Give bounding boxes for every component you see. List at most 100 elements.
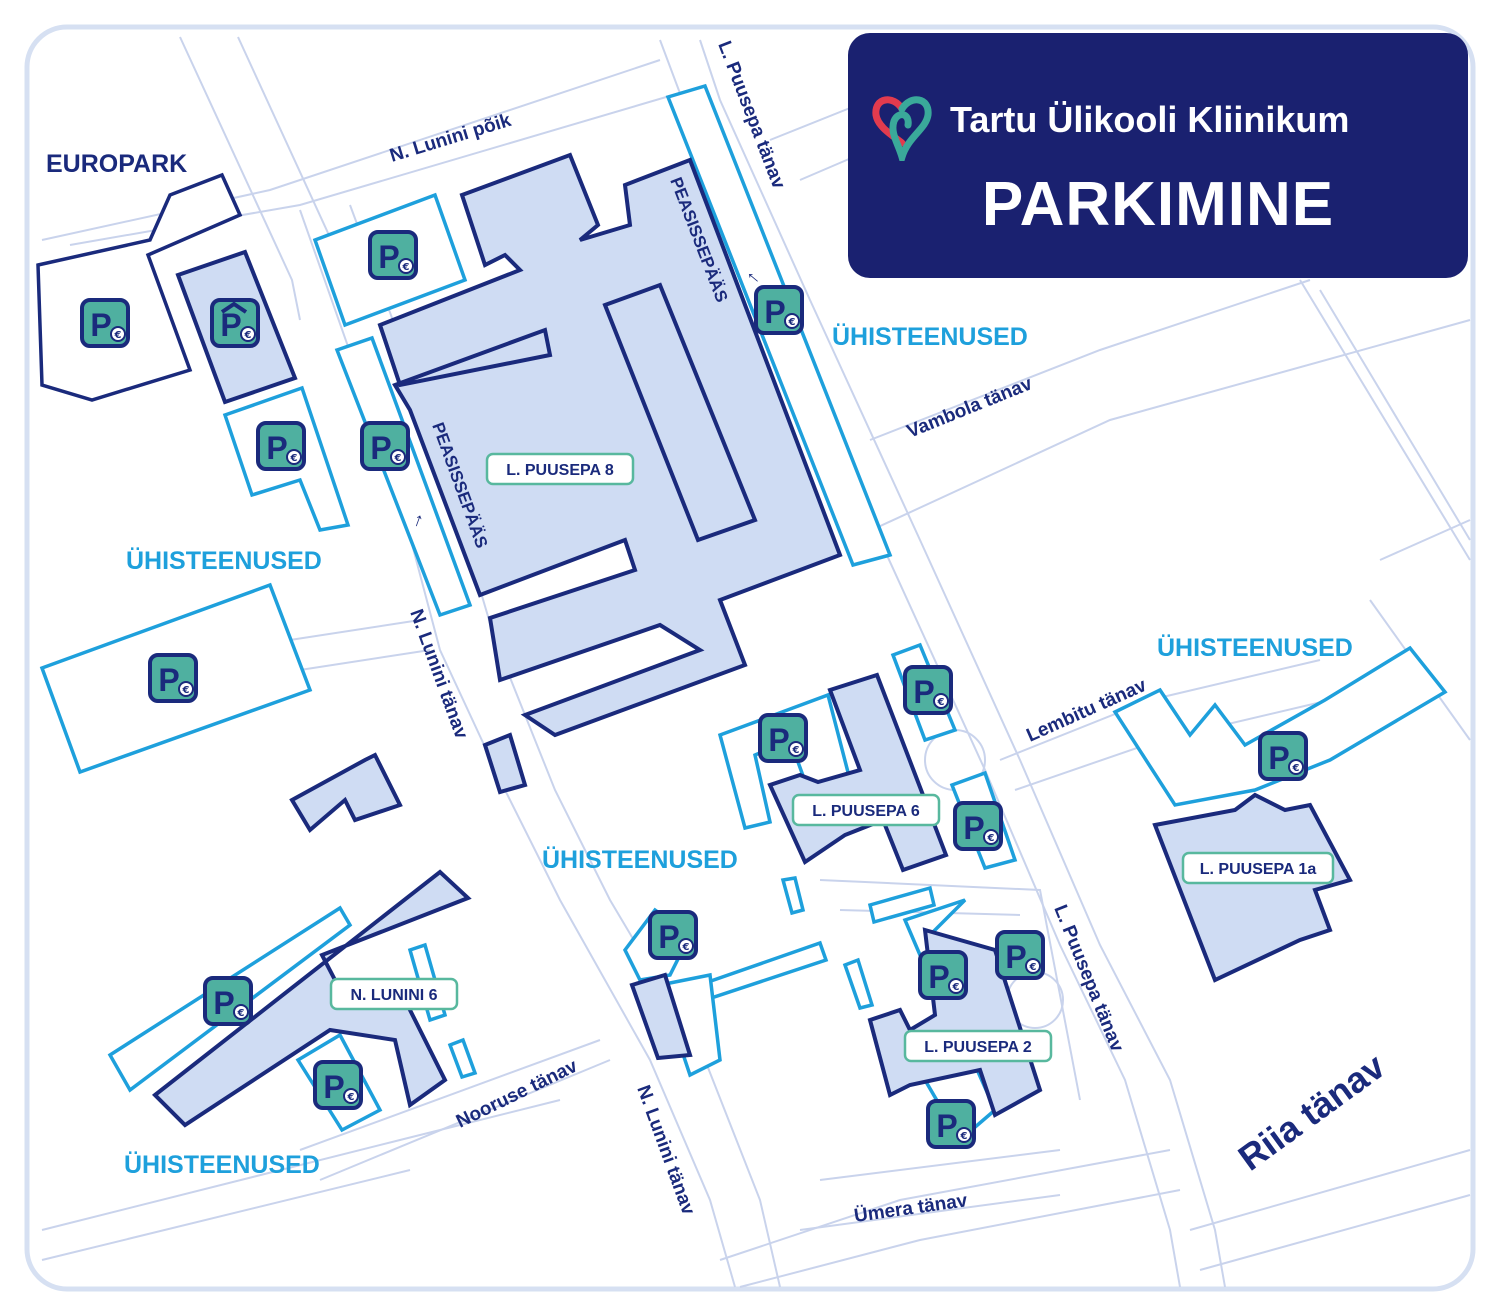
paid-parking-icon: P€ bbox=[148, 653, 198, 703]
euro-badge-icon bbox=[1288, 759, 1304, 775]
euro-symbol: € bbox=[1029, 962, 1037, 973]
paid-parking-icon: P€ bbox=[80, 298, 130, 348]
euro-badge-icon bbox=[788, 741, 804, 757]
paid-parking-icon: P€ bbox=[360, 421, 410, 471]
euro-symbol: € bbox=[290, 453, 298, 464]
paid-parking-icon: P€ bbox=[648, 910, 698, 960]
parking-letter: P bbox=[764, 294, 785, 330]
paid-parking-icon: P€ bbox=[758, 713, 808, 763]
euro-badge-icon bbox=[956, 1127, 972, 1143]
page-title: PARKIMINE bbox=[981, 170, 1335, 239]
parking-icons: P€P€P€P€P€P€P€P€P€P€P€P€P€P€P€P€P€ bbox=[80, 230, 1308, 1149]
building-small bbox=[629, 972, 693, 1061]
parking-letter: P bbox=[913, 674, 934, 710]
parking-letter: P bbox=[1268, 740, 1289, 776]
paid-parking-icon: P€ bbox=[1258, 731, 1308, 781]
building-label-puusepa-6: L. PUUSEPA 6 bbox=[791, 793, 941, 827]
paid-parking-icon: P€ bbox=[754, 285, 804, 335]
euro-badge-icon bbox=[343, 1088, 359, 1104]
euro-badge-icon bbox=[178, 681, 194, 697]
service-label: ÜHISTEENUSED bbox=[1157, 633, 1353, 662]
parking-letter: P bbox=[220, 307, 241, 343]
paid-parking-icon: P€ bbox=[995, 930, 1045, 980]
euro-badge-icon bbox=[286, 449, 302, 465]
euro-symbol: € bbox=[960, 1131, 968, 1142]
euro-symbol: € bbox=[987, 833, 995, 844]
euro-symbol: € bbox=[182, 685, 190, 696]
parking-lot bbox=[1112, 645, 1448, 807]
euro-symbol: € bbox=[682, 942, 690, 953]
organization-name: Tartu Ülikooli Kliinikum bbox=[950, 99, 1350, 140]
header-card: Tartu Ülikooli Kliinikum PARKIMINE bbox=[848, 33, 1468, 278]
euro-badge-icon bbox=[1025, 958, 1041, 974]
euro-symbol: € bbox=[952, 982, 960, 993]
euro-badge-icon bbox=[398, 258, 414, 274]
parking-letter: P bbox=[1005, 939, 1026, 975]
paid-parking-icon: P€ bbox=[203, 976, 253, 1026]
euro-badge-icon bbox=[933, 693, 949, 709]
euro-badge-icon bbox=[390, 449, 406, 465]
parking-letter: P bbox=[323, 1069, 344, 1105]
svg-text:L. PUUSEPA 1a: L. PUUSEPA 1a bbox=[1200, 861, 1317, 878]
paid-parking-icon: P€ bbox=[256, 421, 306, 471]
euro-symbol: € bbox=[244, 330, 252, 341]
svg-text:L. PUUSEPA 2: L. PUUSEPA 2 bbox=[924, 1039, 1032, 1056]
building-label-puusepa-8: L. PUUSEPA 8 bbox=[485, 452, 635, 486]
paid-parking-icon: P€ bbox=[368, 230, 418, 280]
paid-parking-icon: P€ bbox=[903, 665, 953, 715]
service-label: ÜHISTEENUSED bbox=[126, 546, 322, 575]
parking-lot bbox=[867, 885, 937, 925]
paid-parking-icon: P€ bbox=[953, 801, 1003, 851]
euro-symbol: € bbox=[394, 453, 402, 464]
svg-text:L. PUUSEPA 8: L. PUUSEPA 8 bbox=[506, 462, 614, 479]
building-small bbox=[482, 732, 528, 795]
building-small bbox=[289, 752, 403, 834]
parking-letter: P bbox=[936, 1108, 957, 1144]
euro-badge-icon bbox=[678, 938, 694, 954]
parking-letter: P bbox=[370, 430, 391, 466]
parking-letter: P bbox=[768, 722, 789, 758]
covered-paid-parking-icon: P€ bbox=[210, 298, 260, 348]
euro-symbol: € bbox=[402, 262, 410, 273]
euro-symbol: € bbox=[237, 1008, 245, 1019]
parking-lot bbox=[447, 1037, 478, 1080]
euro-badge-icon bbox=[240, 326, 256, 342]
heart-logo-icon bbox=[872, 96, 932, 161]
euro-symbol: € bbox=[347, 1092, 355, 1103]
parking-lot bbox=[842, 957, 875, 1011]
place-labels: EUROPARK ÜHISTEENUSED ÜHISTEENUSED ÜHIST… bbox=[46, 150, 1353, 1179]
parking-letter: P bbox=[658, 919, 679, 955]
building-label-lunini-6: N. LUNINI 6 bbox=[329, 977, 459, 1011]
parking-letter: P bbox=[378, 239, 399, 275]
service-label: ÜHISTEENUSED bbox=[832, 322, 1028, 351]
euro-badge-icon bbox=[784, 313, 800, 329]
service-label: ÜHISTEENUSED bbox=[542, 845, 738, 874]
euro-symbol: € bbox=[937, 697, 945, 708]
roof-icon bbox=[220, 301, 248, 314]
building-puusepa-1a bbox=[1152, 792, 1353, 983]
parking-lot bbox=[334, 335, 473, 618]
svg-text:L. PUUSEPA 6: L. PUUSEPA 6 bbox=[812, 803, 920, 820]
parking-lot bbox=[780, 876, 806, 916]
paid-parking-icon: P€ bbox=[926, 1099, 976, 1149]
euro-symbol: € bbox=[792, 745, 800, 756]
parking-letter: P bbox=[266, 430, 287, 466]
euro-symbol: € bbox=[114, 330, 122, 341]
svg-text:N. LUNINI 6: N. LUNINI 6 bbox=[350, 987, 437, 1004]
euro-badge-icon bbox=[233, 1004, 249, 1020]
parking-letter: P bbox=[963, 810, 984, 846]
building-labels: L. PUUSEPA 8 L. PUUSEPA 6 L. PUUSEPA 1a … bbox=[329, 452, 1335, 1063]
building-label-puusepa-1a: L. PUUSEPA 1a bbox=[1181, 851, 1335, 885]
europark-label: EUROPARK bbox=[46, 150, 187, 178]
building-puusepa-8 bbox=[377, 152, 843, 738]
parking-letter: P bbox=[213, 985, 234, 1021]
building-puusepa-8-courtyard bbox=[602, 282, 758, 543]
paid-parking-icon: P€ bbox=[313, 1060, 363, 1110]
parking-letter: P bbox=[90, 307, 111, 343]
euro-badge-icon bbox=[110, 326, 126, 342]
service-label: ÜHISTEENUSED bbox=[124, 1150, 320, 1179]
parking-letter: P bbox=[158, 662, 179, 698]
euro-badge-icon bbox=[948, 978, 964, 994]
paid-parking-icon: P€ bbox=[918, 950, 968, 1000]
